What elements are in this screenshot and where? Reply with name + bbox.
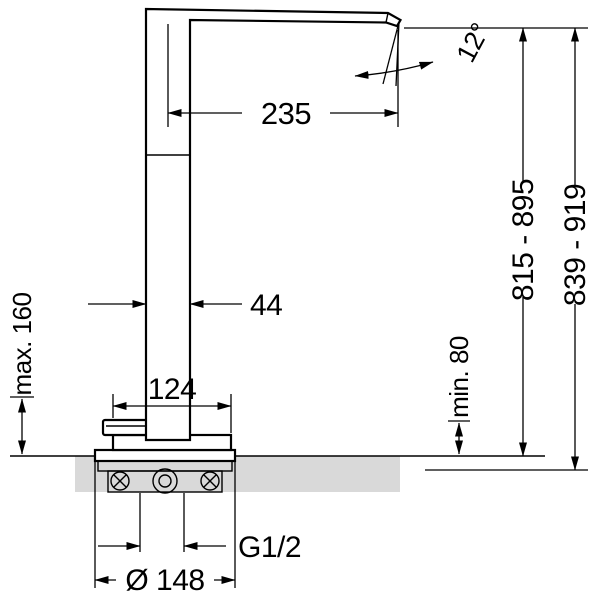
height-dimensions: 815 - 895 839 - 919 (404, 27, 592, 471)
min-clearance-label: min. 80 (444, 336, 474, 418)
spout-height-range-label: 815 - 895 (507, 179, 540, 301)
supply-connection (152, 468, 178, 494)
base-body-width-label: 124 (148, 373, 197, 406)
base-plate-diameter-label: Ø 148 (125, 564, 204, 597)
connection-thread-label: G1/2 (238, 531, 301, 564)
connection-thread-dimension: G1/2 (98, 493, 302, 564)
base-body-width-dimension: 124 (112, 373, 232, 433)
base-plate (93, 448, 237, 463)
overall-height-range-label: 839 - 919 (559, 184, 592, 306)
base-plate-diameter-dimension: Ø 148 (94, 461, 236, 597)
spout-bend-crease (385, 12, 389, 23)
mounting-bolt-left (110, 471, 130, 491)
spout-angle-label: 12° (451, 18, 496, 67)
column-width-dimension: 44 (88, 289, 283, 322)
max-clearance-label: max. 160 (7, 292, 37, 395)
column-width-label: 44 (250, 289, 282, 322)
underfloor-installation-set (97, 460, 233, 494)
mounting-bolt-right (200, 471, 220, 491)
spout-reach-dimension: 235 (167, 24, 399, 131)
max-clearance-dimension: max. 160 (7, 292, 37, 455)
diameter-label-backing (116, 562, 214, 596)
spout-reach-label: 235 (261, 96, 311, 131)
min-clearance-dimension: min. 80 (444, 336, 474, 455)
